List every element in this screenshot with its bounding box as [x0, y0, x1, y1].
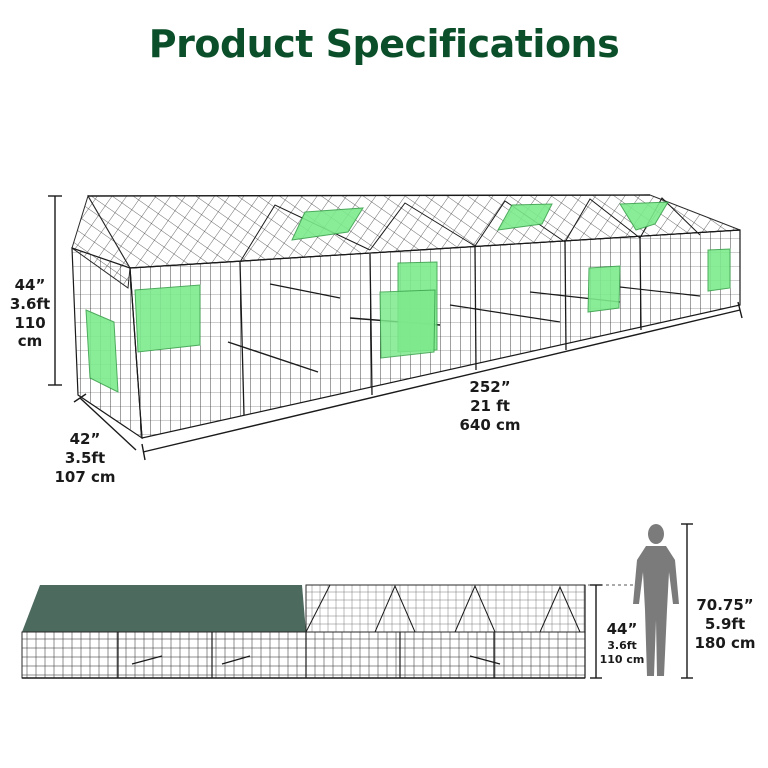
- page-title: Product Specifications: [148, 22, 620, 66]
- width-cm: 107 cm: [54, 467, 116, 486]
- height-label-bottom: 44” 3.6ft 110 cm: [598, 620, 646, 666]
- width-ft: 3.5ft: [64, 448, 106, 467]
- length-cm: 640 cm: [459, 415, 521, 434]
- dimension-lines-top: [48, 195, 743, 461]
- cage-doors: [85, 201, 731, 393]
- height-ft-bottom: 3.6ft: [607, 638, 637, 652]
- cage-cover: [22, 585, 306, 632]
- height-in: 44”: [14, 276, 46, 294]
- person-height-ft: 5.9ft: [704, 614, 746, 633]
- cage-open-roof: [305, 584, 586, 678]
- person-height-cm: 180 cm: [694, 633, 756, 652]
- cage-side-view-wall: [21, 631, 586, 679]
- height-cm: 110 cm: [14, 313, 46, 351]
- person-height-label: 70.75” 5.9ft 180 cm: [687, 596, 763, 652]
- dimension-lines-bottom: [590, 523, 693, 679]
- person-silhouette-icon: [633, 524, 679, 676]
- height-label-top: 44” 3.6ft 110 cm: [0, 276, 60, 351]
- width-in: 42”: [69, 430, 101, 448]
- length-ft: 21 ft: [470, 396, 510, 415]
- length-in: 252”: [469, 378, 511, 396]
- width-label: 42” 3.5ft 107 cm: [45, 430, 125, 486]
- height-in-bottom: 44”: [606, 620, 638, 638]
- height-cm-bottom: 110 cm: [599, 652, 645, 666]
- person-height-in: 70.75”: [696, 596, 754, 614]
- height-ft: 3.6ft: [9, 294, 51, 313]
- length-label: 252” 21 ft 640 cm: [440, 378, 540, 434]
